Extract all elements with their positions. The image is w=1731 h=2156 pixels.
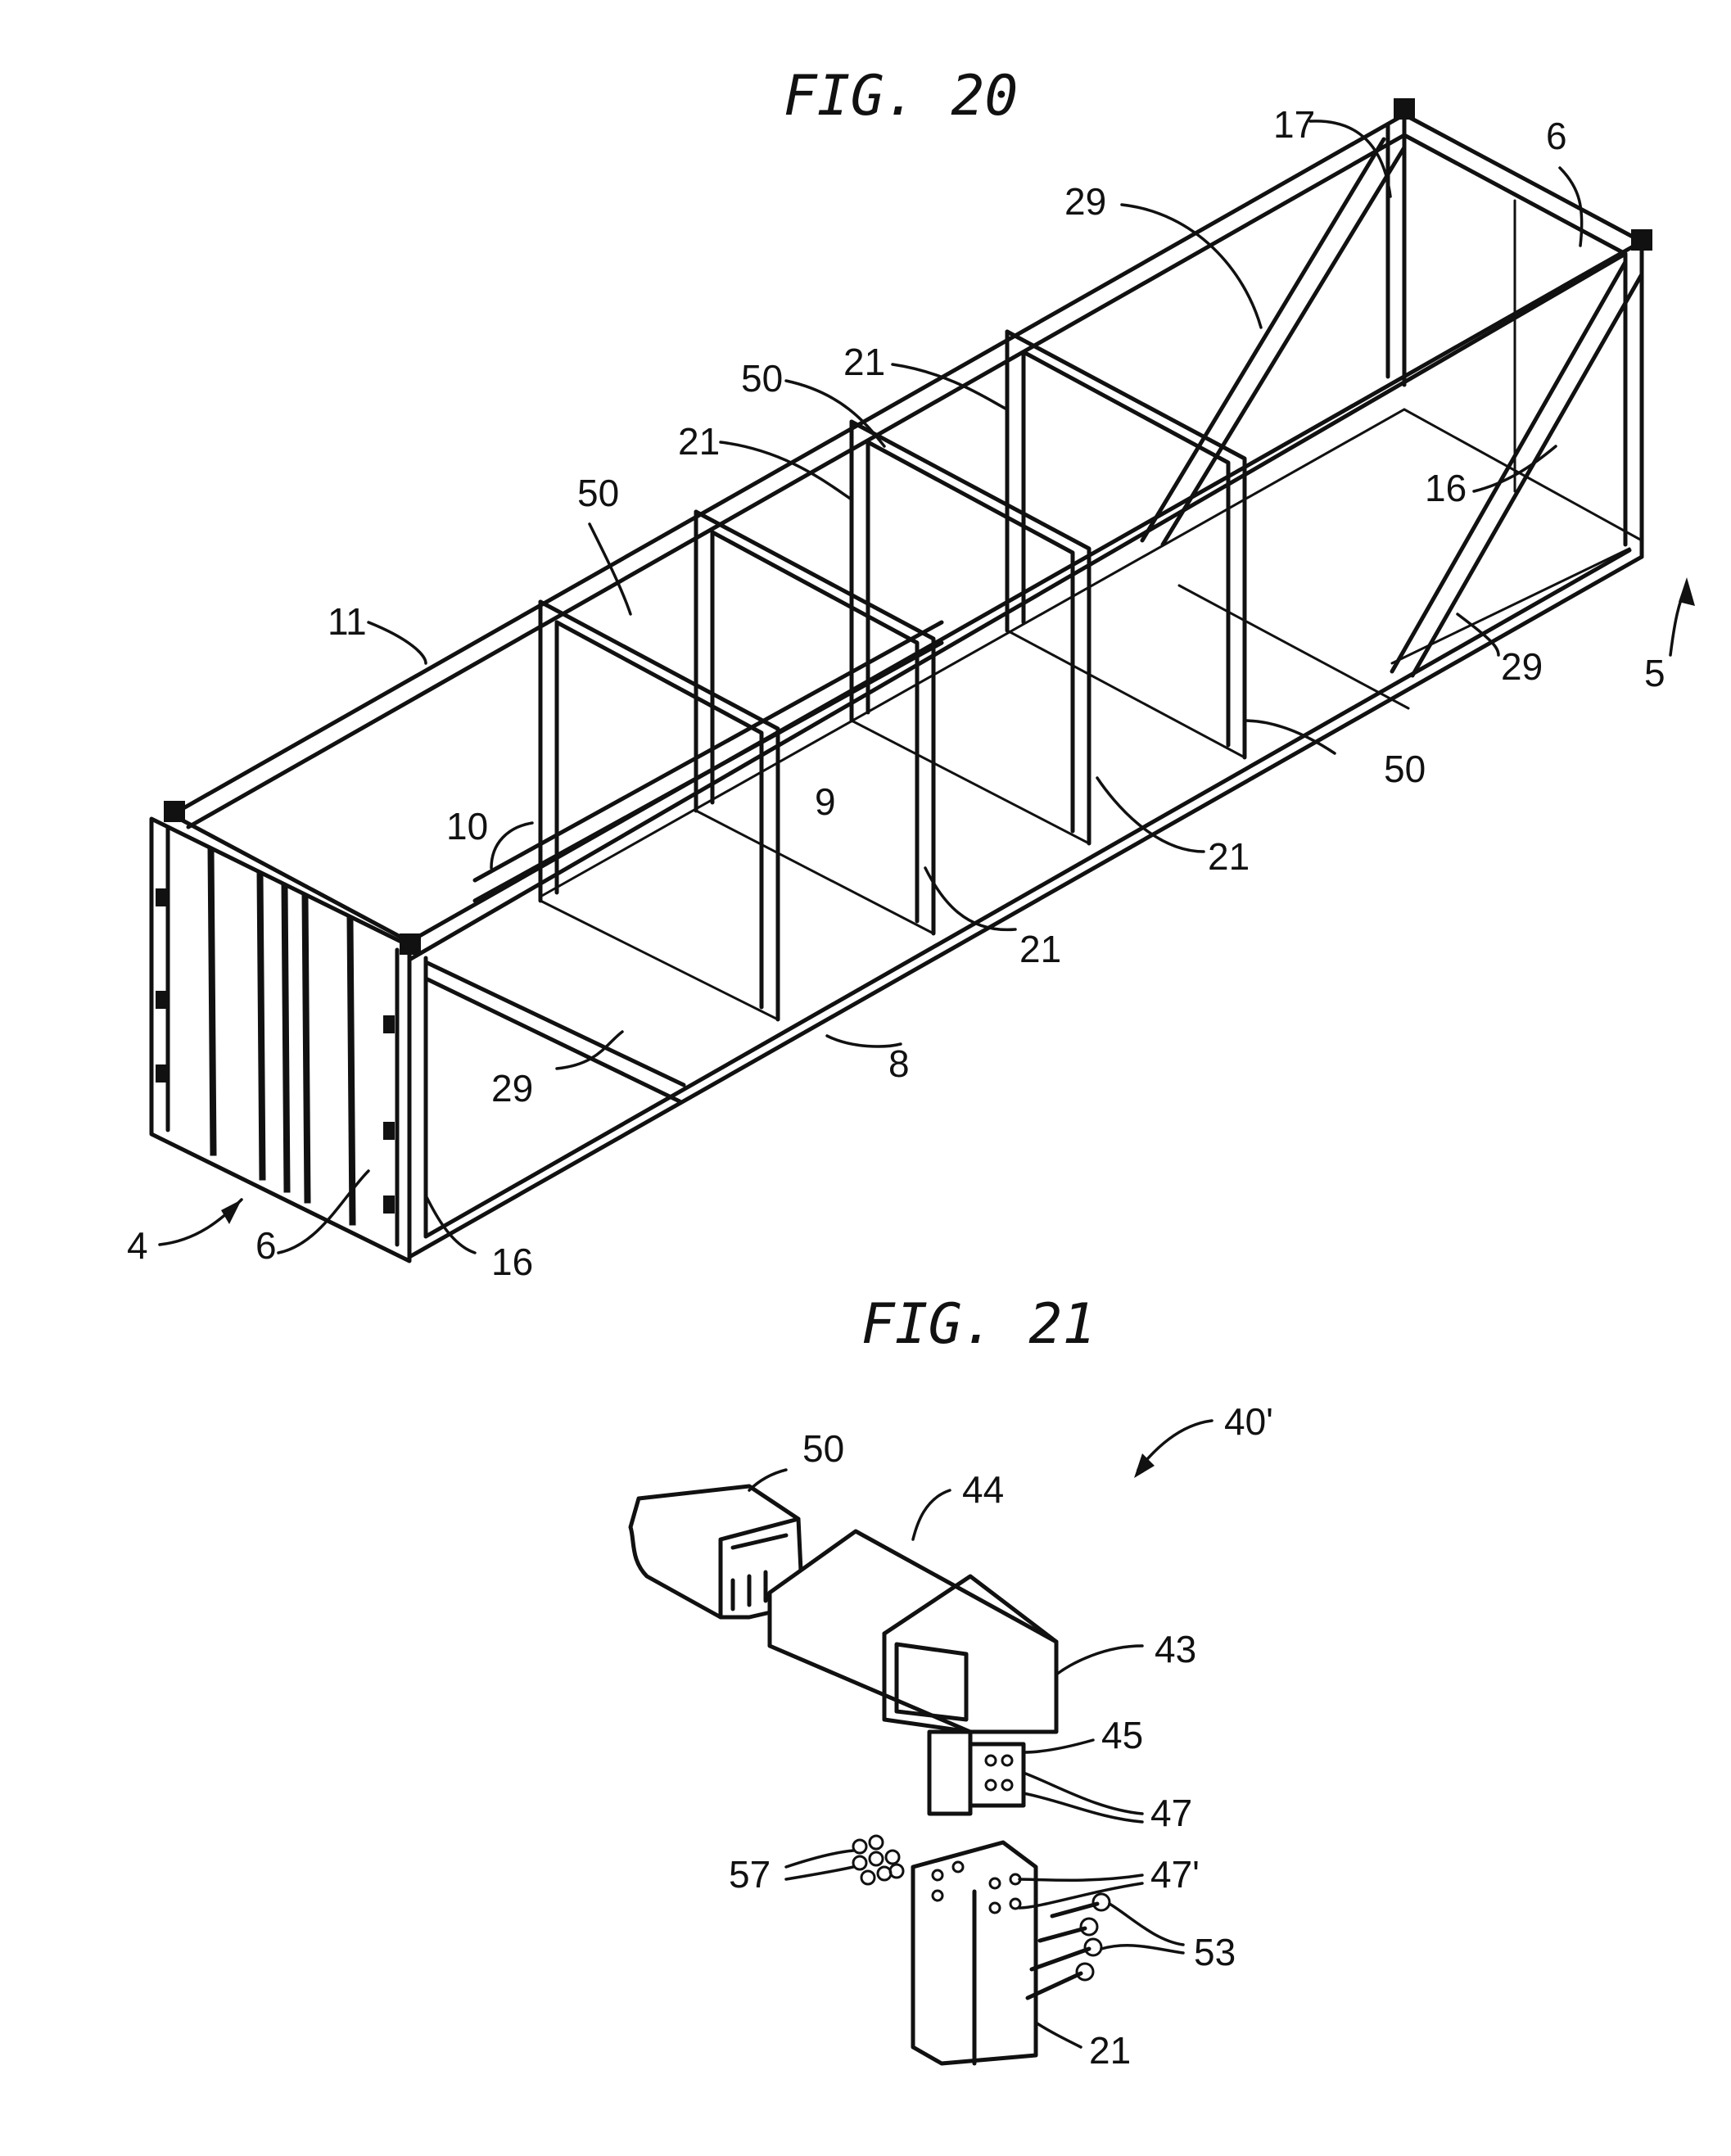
fig20-diagonal-braces [423,137,1644,1104]
label-47prime: 47' [1150,1853,1200,1896]
label-17: 17 [1273,103,1315,146]
fig20-title: FIG. 20 [784,64,1019,129]
fig21-nuts [852,1834,905,1886]
fig20-leaders [158,120,1695,1254]
fig20-intermediate-frames [472,329,1410,1022]
label-40prime: 40' [1224,1400,1273,1443]
label-44: 44 [962,1468,1004,1511]
label-8: 8 [888,1042,910,1085]
label-21-d: 21 [1019,928,1061,970]
label-21-b: 21 [678,420,720,463]
label-50-b: 50 [577,472,619,514]
label-50-a: 50 [741,357,783,400]
fig20-container-frame [149,98,1695,1263]
fig21-reference-labels: 50 40' 44 43 45 47 57 47' 53 21 [729,1400,1273,2072]
label-5: 5 [1644,652,1665,694]
label-21-a: 21 [843,341,885,383]
fig20-end-doors [149,98,1652,1263]
fig21-connection-detail [628,1419,1214,2066]
label-45: 45 [1101,1714,1143,1756]
label-21-c: 21 [1208,835,1250,878]
label-11: 11 [328,600,367,643]
fig20-reference-labels: 17 6 29 21 50 21 50 16 11 5 29 9 50 10 2… [127,103,1665,1283]
label-10: 10 [446,805,488,847]
fig21-bolts [1025,1892,1111,2000]
label-6-left: 6 [255,1224,277,1267]
label-16-right: 16 [1425,467,1467,509]
label-6-right: 6 [1546,115,1567,157]
fig21-title: FIG. 21 [861,1292,1096,1357]
label-29-top: 29 [1064,180,1106,223]
label-50-c: 50 [1384,748,1426,790]
label-4: 4 [127,1224,148,1267]
label-53: 53 [1194,1931,1236,1973]
label-29-left: 29 [491,1067,533,1110]
label-47: 47 [1150,1792,1192,1834]
label-21-fig21: 21 [1089,2029,1131,2072]
label-57: 57 [729,1853,771,1896]
label-29-right: 29 [1501,645,1543,688]
label-16-left: 16 [491,1241,533,1283]
label-9: 9 [815,780,836,823]
label-43: 43 [1155,1628,1196,1670]
label-50-fig21: 50 [802,1427,844,1470]
